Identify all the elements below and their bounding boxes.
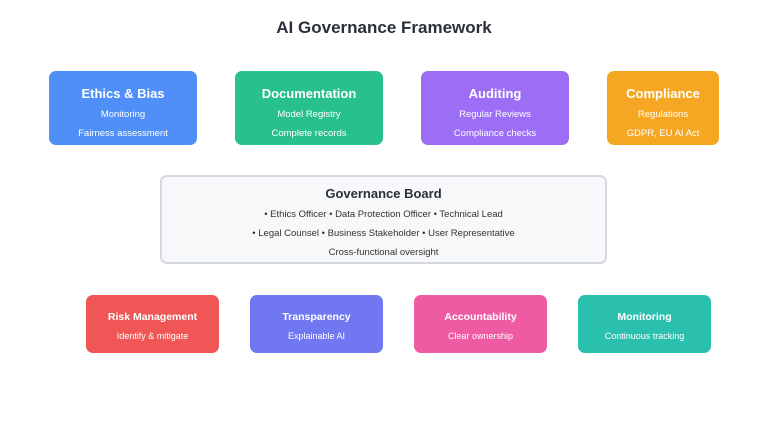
governance-board: Governance Board • Ethics Officer • Data…: [160, 175, 607, 264]
box-line: Clear ownership: [447, 331, 514, 341]
box-line: Model Registry: [277, 109, 341, 120]
box-title: Monitoring: [617, 311, 672, 323]
box-line: GDPR, EU AI Act: [626, 128, 700, 139]
box-line: Complete records: [271, 128, 347, 139]
box-monitoring: Monitoring Continuous tracking: [578, 295, 711, 353]
box-line: Compliance checks: [453, 128, 537, 139]
board-title: Governance Board: [325, 186, 442, 201]
box-title: Compliance: [626, 86, 700, 101]
box-title: Ethics & Bias: [81, 86, 165, 101]
box-auditing: Auditing Regular Reviews Compliance chec…: [421, 71, 569, 145]
box-transparency: Transparency Explainable AI: [250, 295, 383, 353]
box-line: Regular Reviews: [459, 109, 531, 120]
box-line: Explainable AI: [287, 331, 346, 341]
board-line: • Legal Counsel • Business Stakeholder •…: [252, 228, 515, 239]
box-line: Continuous tracking: [604, 331, 685, 341]
box-line: Identify & mitigate: [116, 331, 189, 341]
box-accountability: Accountability Clear ownership: [414, 295, 547, 353]
board-line: Cross-functional oversight: [328, 247, 439, 258]
diagram-title: AI Governance Framework: [276, 18, 492, 37]
box-title: Accountability: [444, 311, 517, 323]
box-title: Auditing: [468, 86, 522, 101]
board-line: • Ethics Officer • Data Protection Offic…: [264, 209, 503, 220]
box-title: Documentation: [261, 86, 357, 101]
box-risk-management: Risk Management Identify & mitigate: [86, 295, 219, 353]
box-ethics-bias: Ethics & Bias Monitoring Fairness assess…: [49, 71, 197, 145]
box-compliance: Compliance Regulations GDPR, EU AI Act: [607, 71, 719, 145]
box-line: Regulations: [637, 109, 689, 120]
box-line: Monitoring: [100, 109, 146, 120]
box-title: Risk Management: [107, 311, 198, 323]
box-line: Fairness assessment: [78, 128, 168, 139]
box-title: Transparency: [282, 311, 351, 323]
box-documentation: Documentation Model Registry Complete re…: [235, 71, 383, 145]
